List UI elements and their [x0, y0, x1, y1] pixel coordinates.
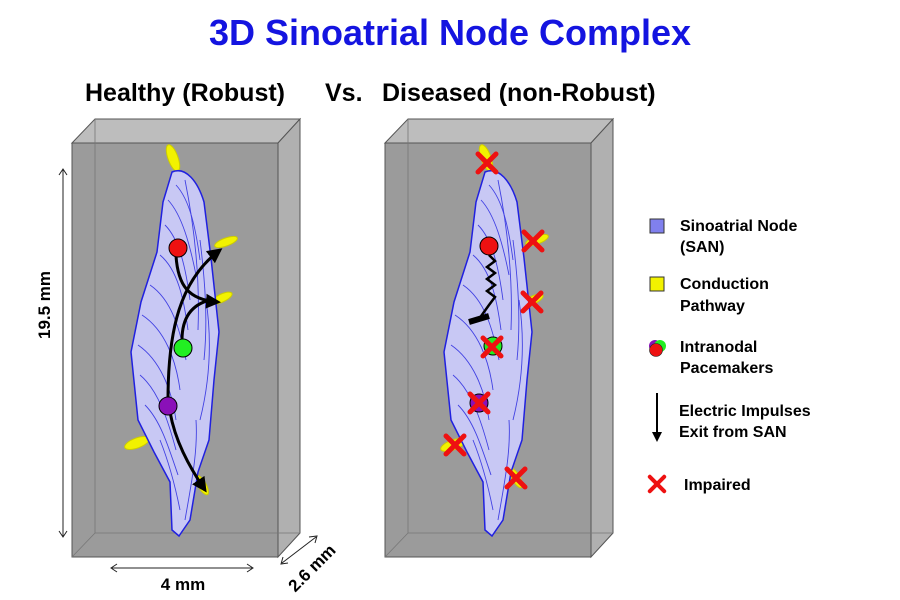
pathway: [214, 235, 238, 249]
legend-pacemaker-line2: Pacemakers: [680, 360, 774, 377]
san-swatch: [649, 218, 665, 234]
pathway-swatch: [649, 276, 665, 292]
impulse-arrows: [166, 248, 223, 493]
arrow: [180, 298, 211, 341]
legend-pathway-line2: Pathway: [680, 298, 745, 315]
pacemaker-swatch-icon: [649, 340, 666, 357]
dimension-lines: [58, 168, 318, 573]
legend-impulse-line1: Electric Impulses: [679, 403, 811, 420]
pacemaker-red: [479, 236, 499, 256]
title: 3D Sinoatrial Node Complex: [209, 12, 691, 53]
impaired-x-icon: [650, 477, 664, 491]
width-label: 4 mm: [161, 575, 205, 594]
legend-san-line1: Sinoatrial Node: [680, 218, 797, 235]
legend-san-line2: (SAN): [680, 239, 724, 256]
legend-impulse-line2: Exit from SAN: [679, 424, 787, 441]
diseased-panel: [384, 118, 614, 558]
legend-impaired: Impaired: [684, 477, 751, 494]
blocked-impulse: [477, 254, 498, 320]
legend: Sinoatrial Node (SAN) Conduction Pathway…: [649, 218, 811, 494]
height-label: 19.5 mm: [35, 271, 54, 339]
arrow: [166, 248, 223, 401]
subtitle-diseased: Diseased (non-Robust): [382, 79, 656, 107]
depth-label: 2.6 mm: [285, 541, 340, 596]
pacemaker-purple: [158, 396, 178, 416]
block-bar: [468, 313, 490, 325]
healthy-panel: [71, 118, 301, 558]
subtitle-healthy: Healthy (Robust): [85, 79, 285, 107]
arrow: [168, 411, 207, 493]
legend-pathway-line1: Conduction: [680, 276, 769, 293]
subtitle-vs: Vs.: [325, 79, 363, 107]
pacemaker-green: [173, 338, 193, 358]
pacemaker-red: [168, 238, 188, 258]
legend-pacemaker-line1: Intranodal: [680, 339, 757, 356]
